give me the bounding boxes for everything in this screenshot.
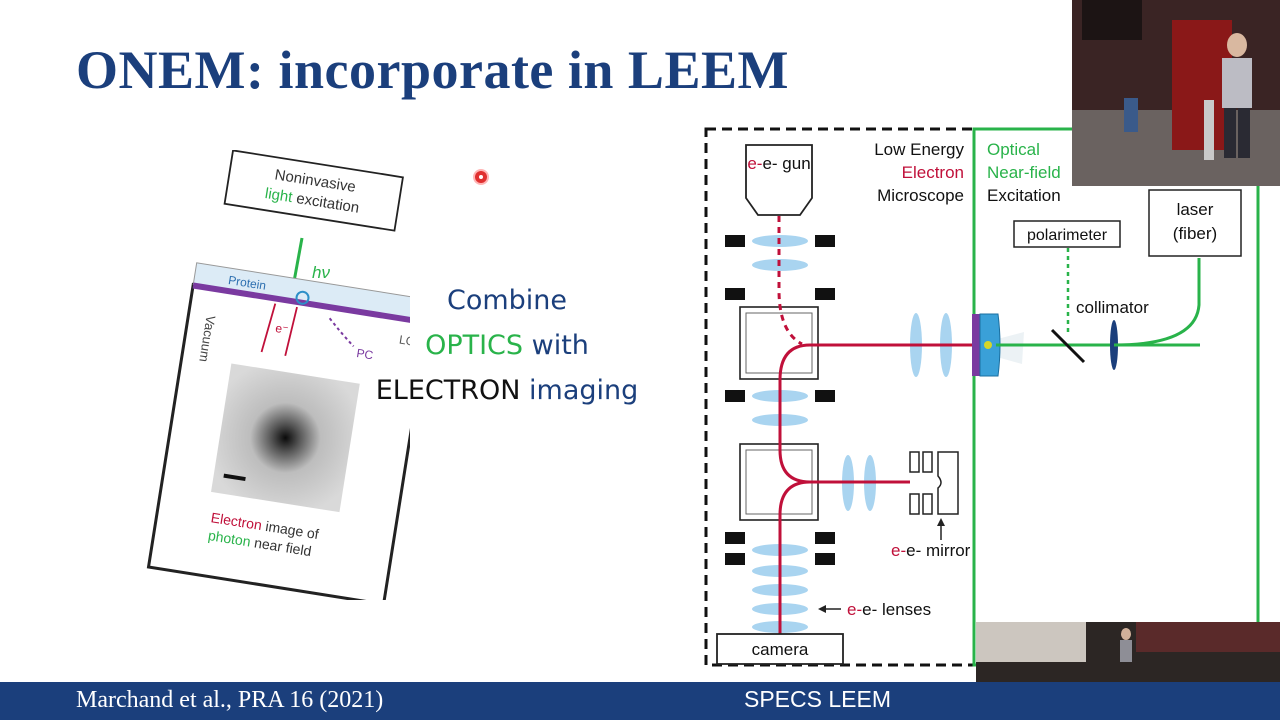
scale-bar: [223, 473, 246, 482]
protein-label: Protein: [227, 273, 267, 293]
combine-statement: Combine OPTICS with ELECTRON imaging: [352, 278, 662, 413]
speaker-video-inset: [1072, 0, 1280, 186]
mirror-electrode: [909, 451, 920, 473]
electron-symbol: e⁻: [274, 321, 289, 337]
vacuum-label: Vacuum: [196, 315, 218, 364]
electron-word: ELECTRON: [375, 375, 521, 406]
excitation-box: [223, 149, 404, 232]
laser-label-1: laser: [1177, 200, 1214, 219]
lectern: [1204, 100, 1214, 160]
pc-pointer: [328, 317, 355, 348]
speaker-head: [1227, 33, 1247, 57]
combine-line1: Combine: [446, 285, 568, 316]
laser-label-2: (fiber): [1173, 224, 1217, 243]
onem-schematic-figure: Noninvasive light excitation hν Protein …: [120, 149, 433, 606]
laser-pointer-dot: [475, 171, 487, 183]
electron-beam-path: [778, 343, 974, 484]
combine-line2: OPTICS with: [352, 323, 662, 368]
mirror-electrode: [922, 493, 933, 515]
lenses-pointer-head: [818, 605, 826, 613]
collimator-label: collimator: [1076, 298, 1149, 317]
lenses-label: e-e- lenses: [847, 600, 931, 619]
protein-molecule-icon: [295, 290, 310, 305]
optics-word: OPTICS: [425, 330, 524, 361]
electron-ray-2: [284, 306, 298, 356]
pole-piece: [815, 532, 835, 544]
pc-label: PC: [355, 346, 374, 362]
speaker-body: [1222, 58, 1252, 108]
mirror-pointer-head: [937, 518, 945, 526]
pole-piece: [815, 390, 835, 402]
mirror-label: e-e- mirror: [891, 541, 971, 560]
leem-label-2: Electron: [902, 163, 964, 182]
pole-piece: [725, 235, 745, 247]
pole-piece: [815, 553, 835, 565]
polarimeter-label: polarimeter: [1027, 227, 1108, 244]
electron-gun: [745, 144, 813, 216]
chair: [1124, 98, 1138, 132]
beam-splitter: [1050, 328, 1086, 364]
pole-piece: [815, 288, 835, 300]
pole-piece: [725, 532, 745, 544]
pole-piece: [725, 553, 745, 565]
leem-label-1: Low Energy: [874, 140, 964, 159]
pole-piece: [725, 288, 745, 300]
onem-label-2: Near-field: [987, 163, 1061, 182]
camera-label: camera: [752, 640, 809, 659]
pc-layer: [192, 282, 429, 326]
onem-label-3: Excitation: [987, 186, 1061, 205]
electron-ray-1: [260, 303, 277, 353]
with-word: with: [523, 330, 589, 361]
combine-line3: ELECTRON imaging: [352, 368, 662, 413]
footer-bar: [0, 682, 1280, 720]
polarimeter-box: [1013, 220, 1121, 248]
imaging-beam: [778, 480, 910, 634]
fiber-path: [1113, 258, 1201, 347]
sample-spot: [984, 341, 992, 349]
slide-title: ONEM: incorporate in LEEM: [76, 40, 789, 100]
mirror-electrode: [922, 451, 933, 473]
leem-label-3: Microscope: [877, 186, 964, 205]
egun-label: e-e- gun: [747, 154, 810, 173]
imaging-word: imaging: [520, 375, 639, 406]
pole-piece: [815, 235, 835, 247]
beam-separator-1: [739, 306, 819, 380]
near-field-image: [211, 363, 360, 513]
laser-box: [1148, 189, 1242, 257]
footer-brand: SPECS LEEM: [744, 686, 891, 712]
pole-piece: [725, 390, 745, 402]
sample-pc-layer: [972, 314, 980, 376]
leem-boundary: [704, 127, 976, 667]
onem-label-1: Optical: [987, 140, 1040, 159]
leem-onem-diagram: Low Energy Electron Microscope Optical N…: [700, 120, 1280, 685]
camera-box: [716, 633, 844, 665]
footer-citation: Marchand et al., PRA 16 (2021): [76, 687, 384, 713]
mirror-electrode-back: [937, 451, 959, 515]
mirror-electrode: [909, 493, 920, 515]
hv-label: hν: [312, 263, 330, 282]
